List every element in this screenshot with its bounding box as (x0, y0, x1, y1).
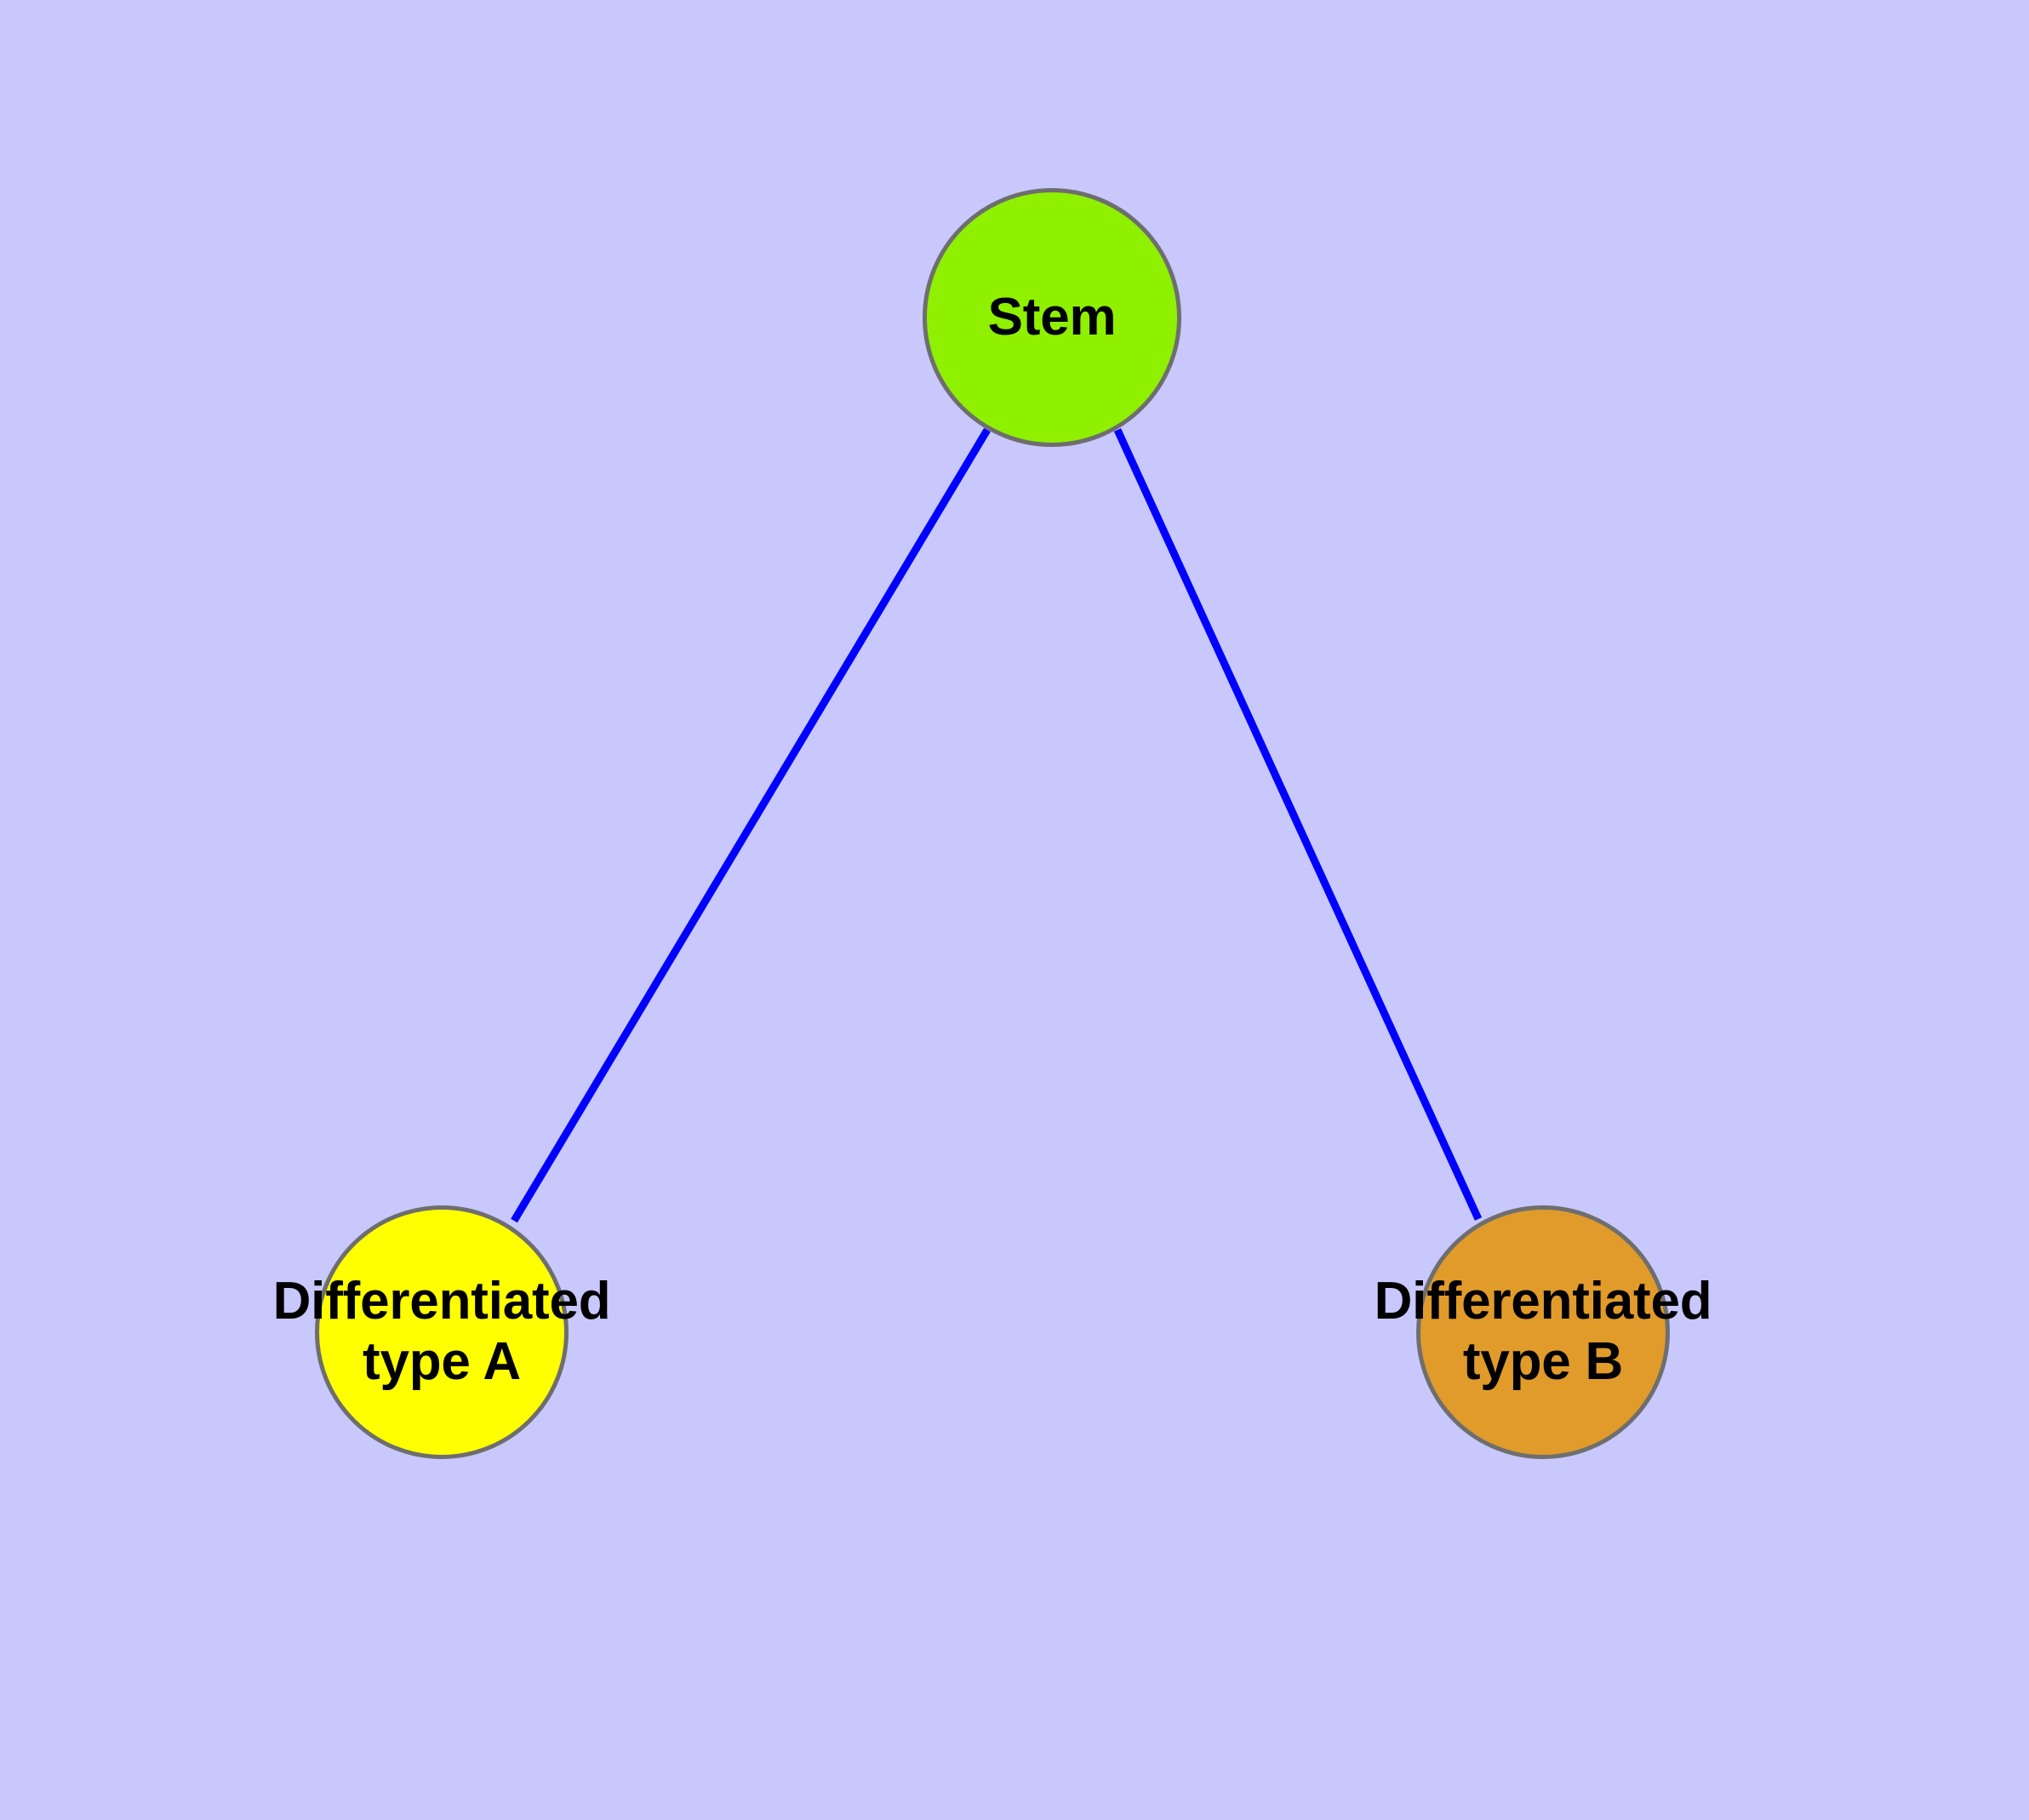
node-differentiated-type-a[interactable]: Differentiated type A (273, 1205, 611, 1459)
node-differentiated-type-a-circle[interactable] (315, 1205, 569, 1459)
node-differentiated-type-a-label: Differentiated type A (273, 1272, 611, 1392)
node-stem-label-line-1: Stem (987, 287, 1117, 346)
node-differentiated-type-b[interactable]: Differentiated type B (1375, 1205, 1712, 1459)
node-differentiated-type-b-label-line-1: Differentiated (1374, 1272, 1712, 1331)
node-stem-circle[interactable] (923, 188, 1181, 447)
edge-stem-to-diff-a[interactable] (511, 427, 991, 1223)
node-differentiated-type-a-label-line-2: type A (363, 1332, 521, 1391)
node-differentiated-type-b-circle[interactable] (1416, 1205, 1670, 1459)
node-stem[interactable]: Stem (923, 188, 1181, 447)
node-differentiated-type-b-label-line-2: type B (1462, 1332, 1624, 1391)
node-stem-label: Stem (988, 288, 1117, 348)
node-differentiated-type-a-label-line-1: Differentiated (272, 1272, 611, 1331)
edge-stem-to-diff-b[interactable] (1113, 428, 1483, 1221)
node-differentiated-type-b-label: Differentiated type B (1375, 1272, 1712, 1392)
